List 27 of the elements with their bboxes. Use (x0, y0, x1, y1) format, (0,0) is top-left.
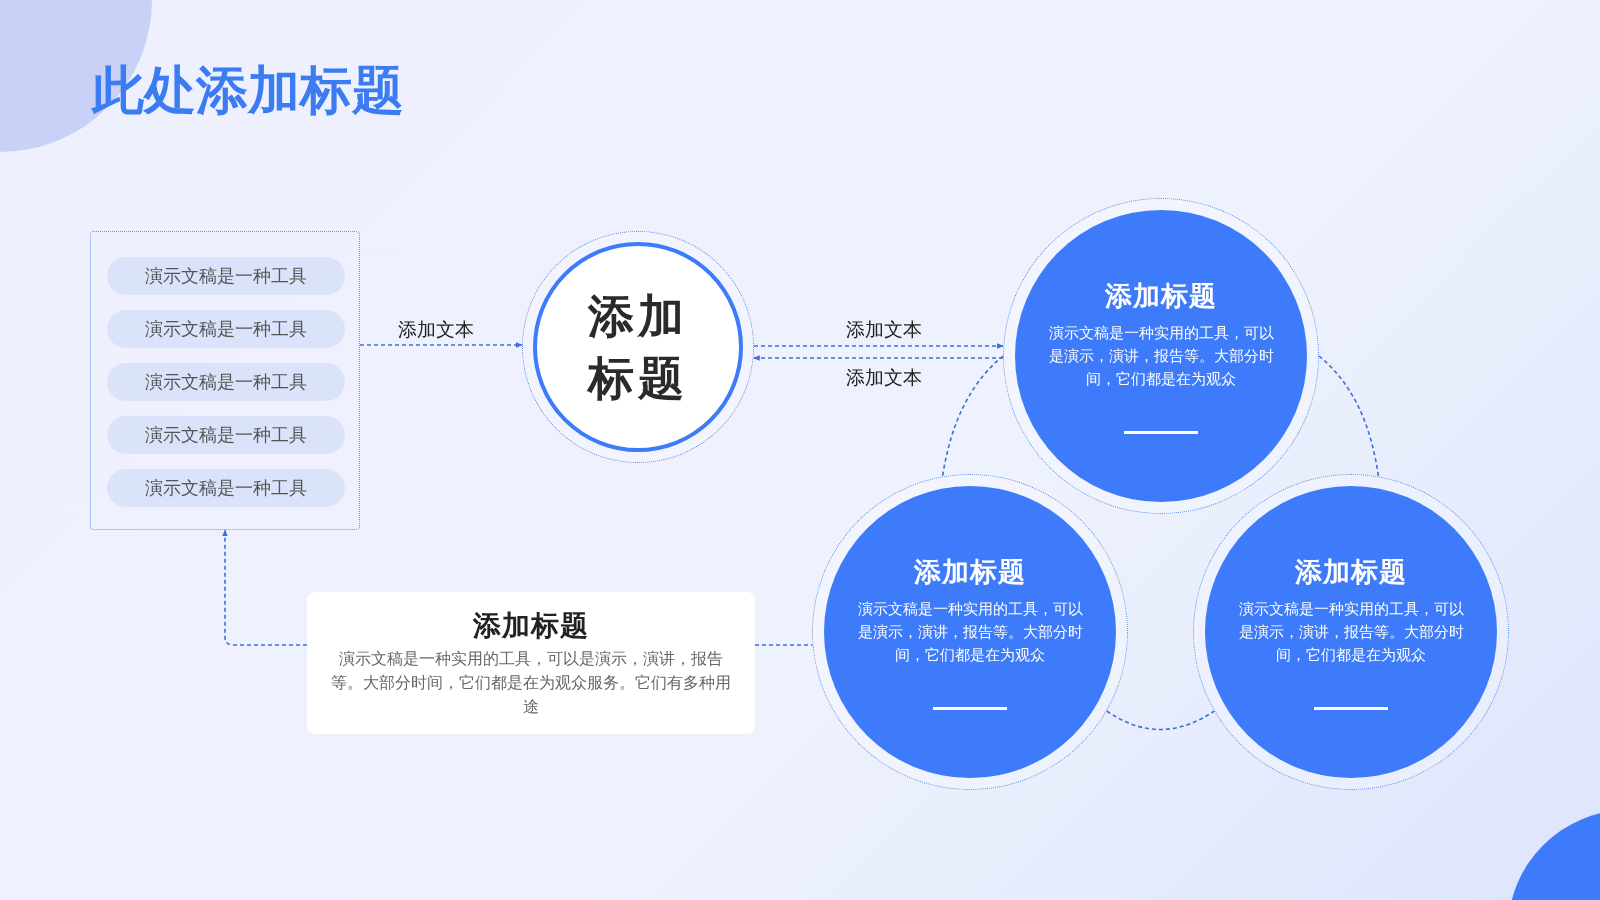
edge-label: 添加文本 (398, 317, 474, 342)
connector (1106, 710, 1215, 731)
pill-label: 演示文稿是一种工具 (107, 363, 345, 401)
circle-text: 演示文稿是一种实用的工具，可以是演示，演讲，报告等。大部分时间，它们都是在为观众 (1047, 323, 1275, 390)
connector (752, 355, 1004, 361)
card-text: 演示文稿是一种实用的工具，可以是演示，演讲，报告等。大部分时间，它们都是在为观众服务。它们有多种用途 (331, 648, 731, 718)
page-title: 此处添加标题 (92, 59, 404, 122)
edge-label: 添加文本 (846, 365, 922, 390)
pill-label: 演示文稿是一种工具 (107, 310, 345, 348)
text-card (307, 592, 755, 734)
card-heading: 添加标题 (473, 608, 589, 644)
circle-text: 演示文稿是一种实用的工具，可以是演示，演讲，报告等。大部分时间，它们都是在为观众 (856, 599, 1084, 666)
pill-label: 演示文稿是一种工具 (107, 469, 345, 507)
connector (359, 342, 523, 348)
circle-heading: 添加标题 (1105, 279, 1217, 313)
connector (222, 529, 308, 646)
circle-heading: 添加标题 (1295, 555, 1407, 589)
pill-label: 演示文稿是一种工具 (107, 416, 345, 454)
edge-label: 添加文本 (846, 317, 922, 342)
circle-heading: 添加标题 (914, 555, 1026, 589)
connector (754, 644, 814, 646)
connector (941, 355, 1004, 478)
connector (1318, 355, 1380, 478)
pill-label: 演示文稿是一种工具 (107, 257, 345, 295)
circle-title: 添加标题 (588, 288, 688, 407)
circle-text: 演示文稿是一种实用的工具，可以是演示，演讲，报告等。大部分时间，它们都是在为观众 (1237, 599, 1465, 666)
connector (753, 343, 1005, 349)
